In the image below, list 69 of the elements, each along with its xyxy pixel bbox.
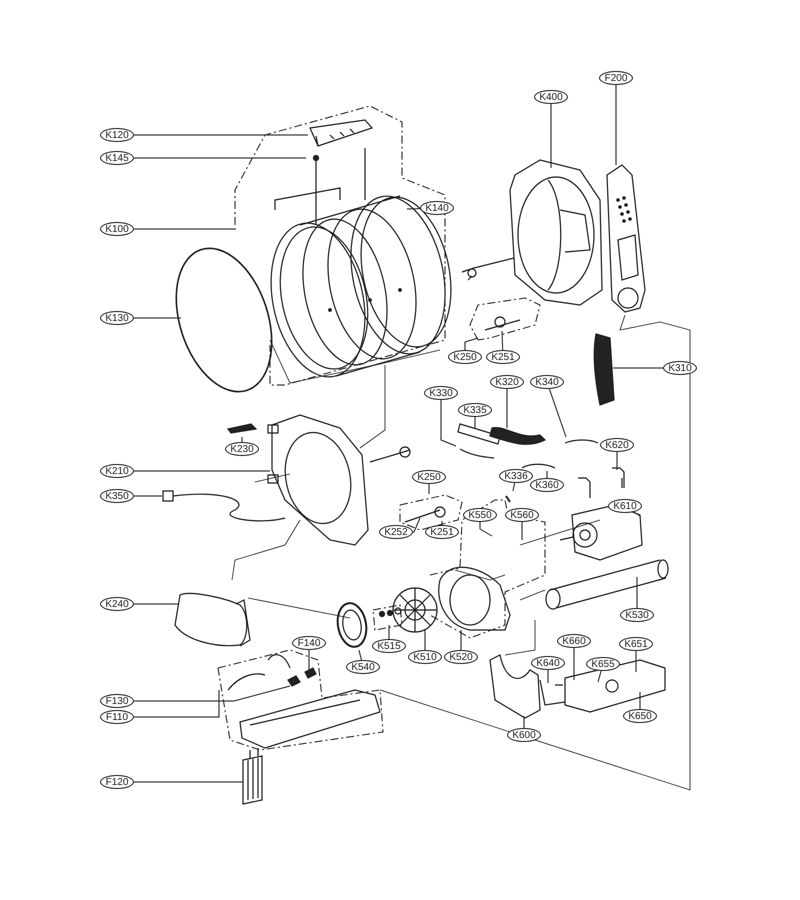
callout-number: K330 [424, 386, 458, 400]
leader-line [550, 104, 552, 168]
callout-number: K550 [463, 508, 497, 522]
callout-number: K655 [586, 657, 620, 671]
leader-line [506, 388, 508, 428]
callout-number: K335 [458, 403, 492, 417]
leader-line [548, 388, 566, 438]
leader-line [474, 416, 476, 428]
leader-line [440, 400, 456, 446]
callout-number: K510 [408, 650, 442, 664]
callout-number: K320 [490, 375, 524, 389]
callout-number: K350 [100, 489, 134, 503]
callout-number: K400 [534, 90, 568, 104]
leader-line [412, 518, 420, 532]
callout-number: K120 [100, 128, 134, 142]
leader-line [512, 482, 516, 492]
callout-number: K520 [444, 650, 478, 664]
leader-line [616, 452, 618, 470]
callout-number: K560 [505, 508, 539, 522]
callout-number: K620 [600, 438, 634, 452]
callout-number: K650 [623, 709, 657, 723]
leader-line [134, 690, 220, 718]
callout-number: K336 [499, 469, 533, 483]
callout-number: K240 [100, 597, 134, 611]
callout-number: K340 [530, 375, 564, 389]
callout-number: K660 [557, 634, 591, 648]
callout-number: F130 [100, 694, 134, 708]
callout-number: K230 [225, 442, 259, 456]
leader-line [424, 630, 426, 650]
callout-number: F200 [599, 71, 633, 85]
leader-line [502, 330, 504, 350]
callout-number: F110 [100, 710, 134, 724]
callout-number: K360 [530, 478, 564, 492]
leader-line [308, 650, 310, 670]
callout-number: K250 [448, 350, 482, 364]
leader-line [388, 624, 390, 640]
leader-line [406, 208, 421, 210]
leader-line [428, 484, 430, 494]
callout-number: K130 [100, 311, 134, 325]
callout-number: K210 [100, 464, 134, 478]
callout-number: K640 [531, 656, 565, 670]
leader-line [480, 522, 492, 536]
callout-number: K600 [507, 728, 541, 742]
callout-number: K140 [420, 201, 454, 215]
leader-line [460, 630, 462, 650]
callout-number: K251 [425, 525, 459, 539]
callout-number: K145 [100, 151, 134, 165]
callout-number: K252 [379, 525, 413, 539]
leader-line [464, 338, 478, 350]
callout-number: K515 [372, 639, 406, 653]
callout-number: K651 [619, 637, 653, 651]
leader-line [636, 576, 638, 608]
leader-line [358, 650, 362, 660]
callout-number: K530 [620, 608, 654, 622]
callout-number: K250 [412, 470, 446, 484]
leader-line [134, 470, 270, 472]
callout-number: K310 [663, 361, 697, 375]
leader-line [134, 686, 290, 702]
leader-line [134, 134, 308, 136]
leader-line [598, 670, 602, 682]
leader-line [633, 512, 640, 516]
callout-number: K540 [346, 660, 380, 674]
callout-number: F120 [100, 775, 134, 789]
callout-number: K251 [486, 350, 520, 364]
callout-number: K100 [100, 222, 134, 236]
callout-number: K610 [608, 499, 642, 513]
leader-line [546, 470, 548, 478]
callout-number: F140 [292, 636, 326, 650]
leader-line [134, 228, 236, 230]
